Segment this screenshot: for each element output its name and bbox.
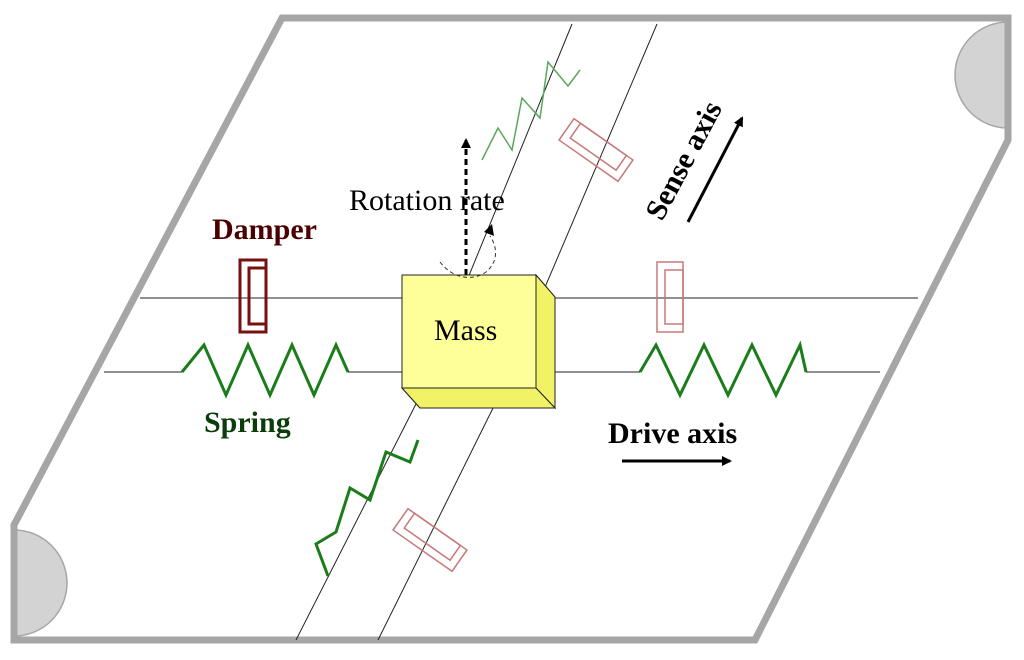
damper-left [238, 258, 268, 334]
damper-right [656, 261, 684, 333]
mass-label: Mass [434, 314, 497, 347]
damper-top [558, 117, 634, 183]
sense-rail-lower-b [377, 399, 498, 641]
mass-block [400, 273, 557, 410]
sense-axis-label: Sense axis [639, 96, 729, 226]
spring-right [638, 340, 808, 399]
frame-corner-bottom-left [13, 529, 68, 637]
rotation-rate-label: Rotation rate [349, 184, 505, 217]
spring-left [180, 341, 350, 399]
damper-label: Damper [212, 213, 317, 246]
frame [10, 14, 1012, 644]
rotation-arc [439, 235, 496, 278]
rotation-arc-head [484, 224, 494, 236]
sense-rail-lower-a [295, 399, 419, 641]
spring-label: Spring [204, 406, 291, 439]
frame-corner-top-right [954, 21, 1009, 129]
sense-axis-arrow [686, 116, 744, 223]
spring-top [481, 60, 581, 161]
spring-bottom [314, 439, 420, 577]
damper-bottom [392, 507, 468, 573]
drive-axis-label: Drive axis [608, 417, 737, 450]
